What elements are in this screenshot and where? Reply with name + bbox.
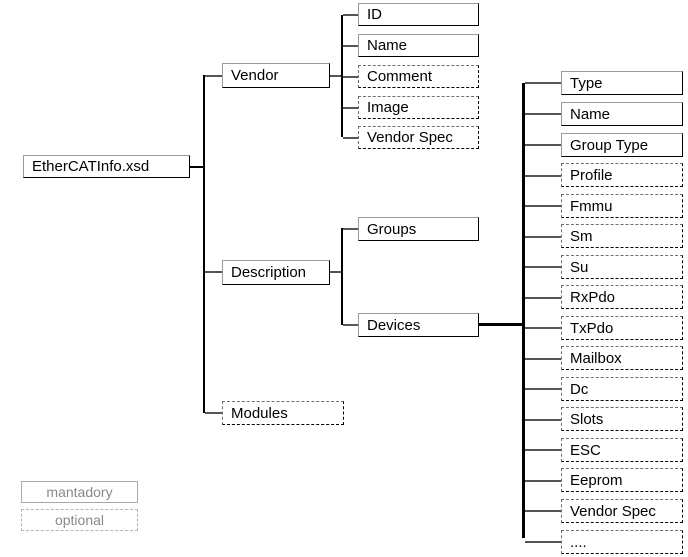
node-label: EtherCATInfo.xsd (32, 158, 150, 175)
connector-to-groups (343, 228, 359, 230)
connector-trunk-description (341, 228, 343, 325)
node-vendor-comment[interactable]: Comment (358, 65, 479, 88)
node-label: Profile (570, 166, 613, 184)
connector-vendor-stub (330, 75, 343, 77)
connector-to-device-name (525, 113, 562, 115)
connector-to-name (343, 45, 359, 47)
connector-trunk-devices (522, 83, 525, 538)
connector-to-modules (205, 412, 223, 414)
node-device-sm[interactable]: Sm (561, 224, 683, 248)
connector-to-type (525, 82, 562, 84)
node-device-fmmu[interactable]: Fmmu (561, 194, 683, 218)
node-label: Slots (570, 410, 604, 428)
node-groups[interactable]: Groups (358, 217, 479, 241)
connector-to-sm (525, 236, 562, 238)
connector-to-txpdo (525, 327, 562, 329)
node-label: Name (367, 37, 408, 54)
node-device-group-type[interactable]: Group Type (561, 133, 683, 157)
legend-mandatory-label: mantadory (46, 484, 113, 500)
node-label: ID (367, 6, 382, 23)
node-device-type[interactable]: Type (561, 71, 683, 95)
node-label: Vendor (231, 67, 279, 84)
connector-to-esc (525, 449, 562, 451)
connector-to-id (343, 14, 359, 16)
connector-devices-stub (479, 323, 525, 326)
node-label: Modules (231, 404, 288, 422)
node-device-vendor-spec[interactable]: Vendor Spec (561, 499, 683, 523)
node-device-su[interactable]: Su (561, 255, 683, 279)
connector-to-vendor-spec (343, 137, 359, 139)
legend-optional: optional (21, 509, 138, 531)
connector-to-mailbox (525, 358, 562, 360)
node-label: Vendor Spec (367, 129, 453, 146)
connector-to-profile (525, 175, 562, 177)
connector-to-su (525, 266, 562, 268)
connector-trunk-vendor (341, 15, 343, 137)
node-vendor-id[interactable]: ID (358, 3, 479, 26)
connector-root-stub (190, 166, 204, 168)
node-device-mailbox[interactable]: Mailbox (561, 346, 683, 370)
node-modules[interactable]: Modules (222, 401, 344, 425)
node-device-more[interactable]: .... (561, 530, 683, 554)
node-device-txpdo[interactable]: TxPdo (561, 316, 683, 340)
connector-to-device-more (525, 541, 562, 543)
node-label: ESC (570, 441, 601, 459)
connector-to-eeprom (525, 480, 562, 482)
legend-mandatory: mantadory (21, 481, 138, 503)
node-label: Sm (570, 227, 593, 245)
node-label: Su (570, 258, 589, 276)
node-label: .... (570, 533, 587, 551)
connector-to-rxpdo (525, 297, 562, 299)
node-label: Mailbox (570, 349, 622, 367)
connector-to-comment (343, 76, 359, 78)
node-label: Fmmu (570, 197, 613, 215)
node-vendor-image[interactable]: Image (358, 96, 479, 119)
node-label: Groups (367, 220, 417, 238)
legend-optional-label: optional (54, 512, 105, 528)
connector-trunk-level1 (203, 75, 205, 413)
node-label: Vendor Spec (570, 502, 656, 520)
connector-to-slots (525, 419, 562, 421)
node-label: RxPdo (570, 288, 616, 306)
node-label: Dc (570, 380, 589, 398)
node-device-eeprom[interactable]: Eeprom (561, 468, 683, 492)
connector-to-description (205, 271, 223, 273)
connector-to-dc (525, 388, 562, 390)
connector-to-fmmu (525, 205, 562, 207)
node-label: TxPdo (570, 319, 614, 337)
node-devices[interactable]: Devices (358, 313, 479, 337)
node-label: Description (231, 264, 307, 281)
node-vendor-vendor-spec[interactable]: Vendor Spec (358, 126, 479, 149)
node-root-ethercatinfo-xsd[interactable]: EtherCATInfo.xsd (23, 155, 190, 178)
node-label: Comment (367, 68, 433, 85)
node-label: Devices (367, 316, 421, 334)
connector-to-vendor (205, 75, 223, 77)
node-label: Type (570, 74, 603, 92)
connector-to-group-type (525, 144, 562, 146)
node-label: Name (570, 105, 611, 123)
node-label: Eeprom (570, 471, 623, 489)
node-vendor[interactable]: Vendor (222, 63, 330, 88)
connector-to-devices (343, 324, 359, 326)
node-device-esc[interactable]: ESC (561, 438, 683, 462)
node-device-name[interactable]: Name (561, 102, 683, 126)
node-device-dc[interactable]: Dc (561, 377, 683, 401)
node-label: Group Type (570, 136, 649, 154)
node-description[interactable]: Description (222, 260, 330, 285)
connector-to-device-vendor-spec (525, 510, 562, 512)
connector-description-stub (330, 271, 343, 273)
node-label: Image (367, 99, 409, 116)
node-device-rxpdo[interactable]: RxPdo (561, 285, 683, 309)
connector-to-image (343, 107, 359, 109)
node-device-profile[interactable]: Profile (561, 163, 683, 187)
node-device-slots[interactable]: Slots (561, 407, 683, 431)
node-vendor-name[interactable]: Name (358, 34, 479, 57)
